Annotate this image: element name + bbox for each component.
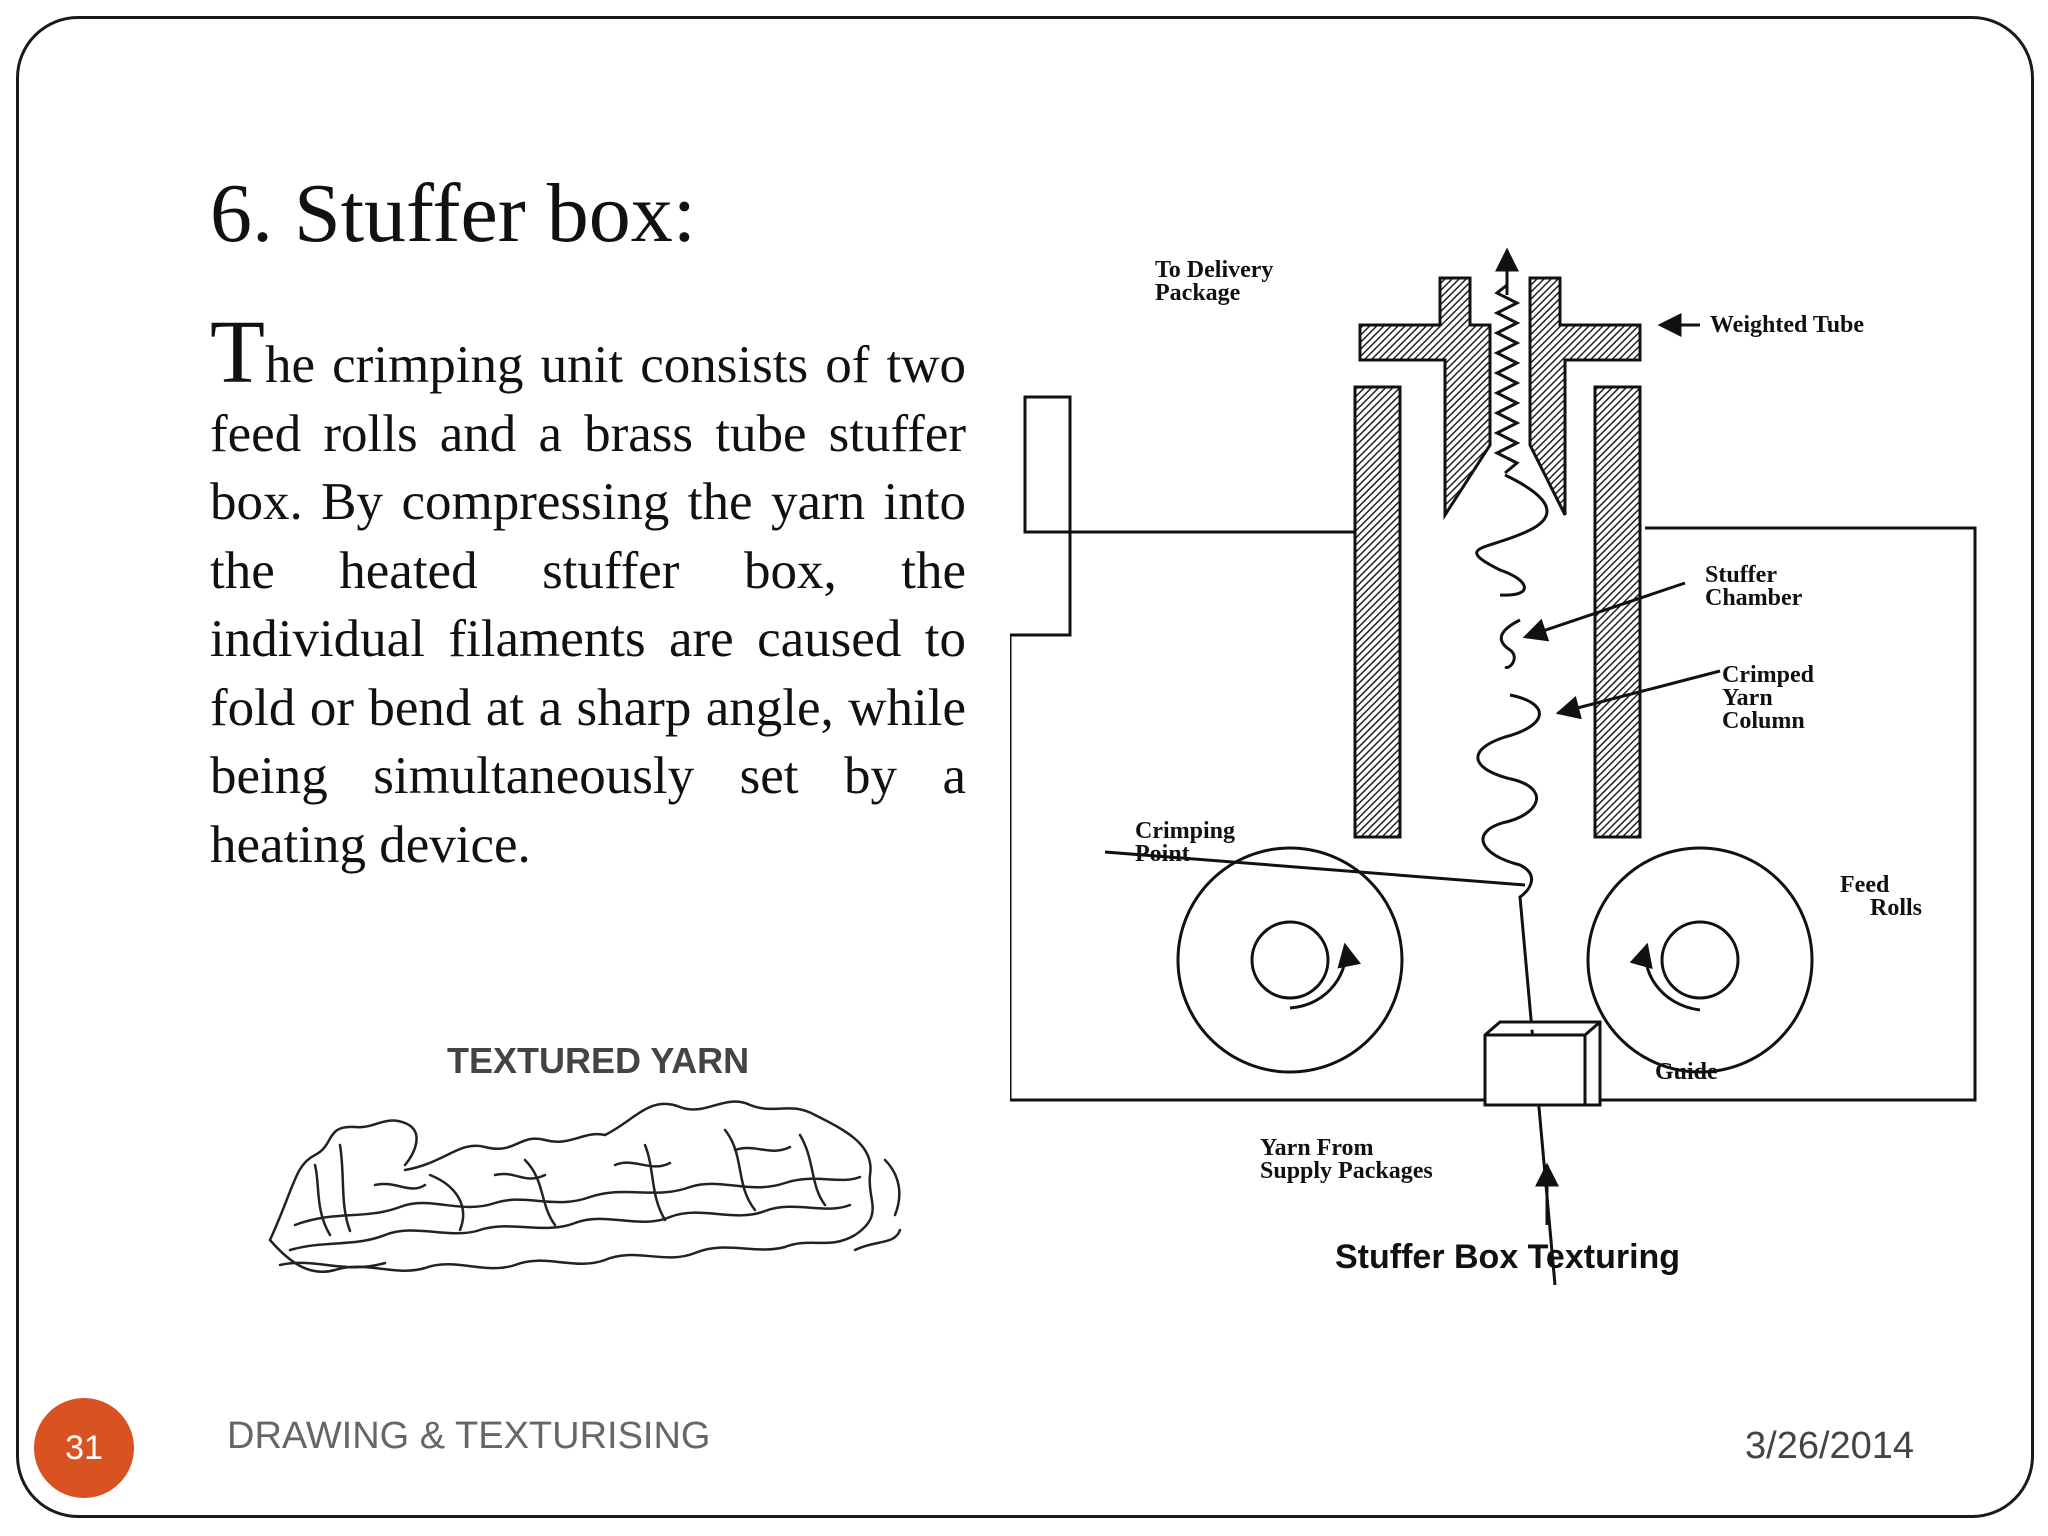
crimping-point-pointer xyxy=(1104,850,1526,887)
slide-body-text: The crimping unit consists of two feed r… xyxy=(210,308,966,879)
stuffer-chamber-label: Chamber xyxy=(1705,585,1803,611)
slide-title: 6. Stuffer box: xyxy=(210,167,697,260)
feed-roll-left-outer xyxy=(1176,846,1404,1074)
stuffer-box-diagram: To Delivery Package Weighted Tube Stuffe… xyxy=(1010,247,1977,1286)
weighted-tube-label: Weighted Tube xyxy=(1710,312,1864,338)
footer-date: 3/26/2014 xyxy=(1745,1425,1915,1467)
stuffer-chamber-label: Stuffer xyxy=(1705,562,1777,588)
crimping-point-label: Point xyxy=(1135,841,1190,867)
weighted-tube-left xyxy=(1358,276,1492,521)
textured-yarn-label: TEXTURED YARN xyxy=(447,1040,749,1081)
feed-roll-right-outer xyxy=(1586,846,1814,1074)
housing-outline xyxy=(1010,395,1977,1102)
feed-roll-left-inner xyxy=(1250,920,1330,1000)
yarn-squiggle xyxy=(1499,618,1521,669)
guide-box xyxy=(1483,1020,1602,1107)
feed-roll-right-arrow xyxy=(1629,942,1701,1012)
textured-yarn-illustration: TEXTURED YARN xyxy=(268,1040,902,1273)
feed-rolls-label: Rolls xyxy=(1870,895,1922,921)
body-paragraph: he crimping unit consists of two feed ro… xyxy=(210,336,966,874)
weighted-tube-right xyxy=(1528,276,1642,516)
guide-label: Guide xyxy=(1655,1059,1718,1085)
crimped-yarn-label: Crimped xyxy=(1722,662,1815,688)
yarn-from-label: Supply Packages xyxy=(1260,1158,1433,1184)
yarn-from-label: Yarn From xyxy=(1260,1135,1374,1161)
stuffer-chamber-pointer xyxy=(1522,581,1686,642)
to-delivery-label: To Delivery xyxy=(1155,257,1273,283)
yarn-sketch xyxy=(268,1100,902,1273)
feed-roll-right-inner xyxy=(1660,920,1740,1000)
feed-rolls-label: Feed xyxy=(1840,872,1890,898)
yarn-loop-top xyxy=(1475,473,1549,597)
crimped-column-pointer xyxy=(1555,669,1721,720)
crimping-point-label: Crimping xyxy=(1135,818,1235,844)
crimped-yarn-label: Column xyxy=(1722,708,1805,734)
footer-title: DRAWING & TEXTURISING xyxy=(227,1415,711,1457)
to-delivery-label: Package xyxy=(1155,280,1241,306)
slide-number-badge: 31 xyxy=(34,1398,134,1498)
drop-cap: T xyxy=(210,303,265,402)
crimped-yarn-label: Yarn xyxy=(1722,685,1773,711)
yarn-zigzag xyxy=(1493,283,1521,475)
chamber-wall-left xyxy=(1353,385,1402,839)
crimped-yarn-column xyxy=(1476,693,1557,1286)
diagram-caption: Stuffer Box Texturing xyxy=(1335,1238,1680,1276)
feed-roll-left-arrow xyxy=(1289,942,1361,1010)
